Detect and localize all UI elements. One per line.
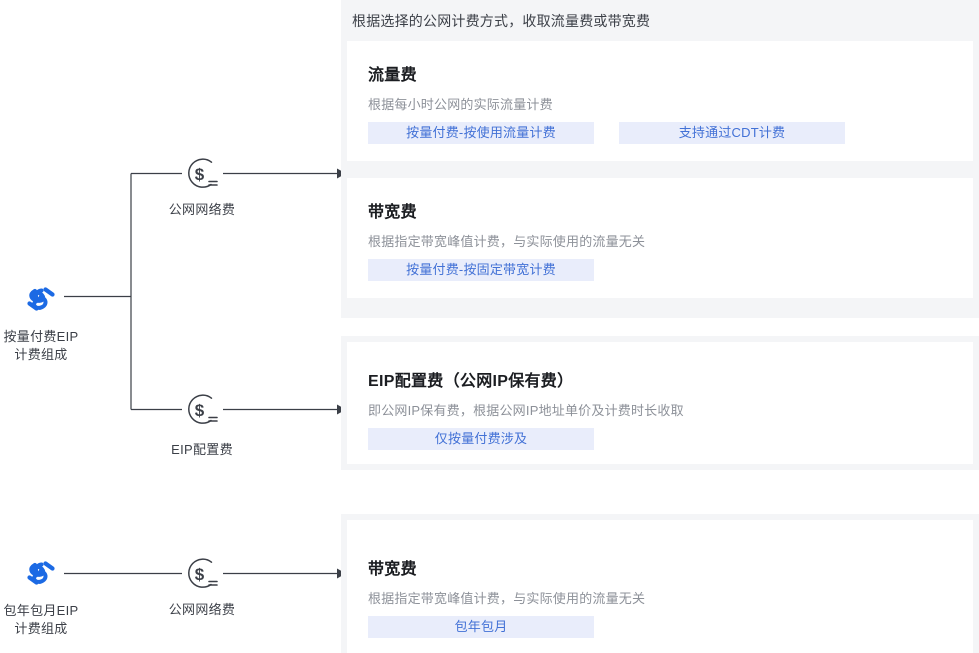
tag-item[interactable]: 按量付费-按固定带宽计费 bbox=[368, 259, 594, 281]
card-title: 带宽费 bbox=[368, 561, 417, 578]
traffic-fee-card: 流量费 根据每小时公网的实际流量计费 按量付费-按使用流量计费 支持通过CDT计… bbox=[347, 41, 973, 161]
subscription-bandwidth-card: 带宽费 根据指定带宽峰值计费，与实际使用的流量无关 包年包月 bbox=[347, 520, 973, 653]
svg-text:$: $ bbox=[195, 401, 205, 420]
tag-item[interactable]: 按量付费-按使用流量计费 bbox=[368, 122, 594, 144]
flow-node-label-pay-as-you-go: 按量付费EIP 计费组成 bbox=[3, 329, 79, 362]
eip-config-fee-panel: EIP配置费（公网IP保有费） 即公网IP保有费，根据公网IP地址单价及计费时长… bbox=[341, 336, 979, 470]
chain-link-icon bbox=[22, 282, 60, 316]
dollar-coin-icon: $ bbox=[181, 553, 223, 595]
tag-item[interactable]: 包年包月 bbox=[368, 616, 594, 638]
card-title: EIP配置费（公网IP保有费） bbox=[368, 373, 574, 390]
svg-text:$: $ bbox=[195, 165, 205, 184]
dollar-coin-icon: $ bbox=[181, 153, 223, 195]
card-description: 根据每小时公网的实际流量计费 bbox=[368, 97, 553, 112]
panel-header-text: 根据选择的公网计费方式，收取流量费或带宽费 bbox=[352, 13, 651, 29]
bandwidth-fee-card: 带宽费 根据指定带宽峰值计费，与实际使用的流量无关 按量付费-按固定带宽计费 bbox=[347, 178, 973, 298]
tag-item[interactable]: 仅按量付费涉及 bbox=[368, 428, 594, 450]
tag-item[interactable]: 支持通过CDT计费 bbox=[619, 122, 845, 144]
card-description: 根据指定带宽峰值计费，与实际使用的流量无关 bbox=[368, 591, 646, 606]
card-title: 带宽费 bbox=[368, 204, 417, 221]
chain-link-icon bbox=[22, 556, 60, 590]
flow-branch-label-public-network-fee: 公网网络费 bbox=[168, 202, 236, 217]
dollar-coin-icon: $ bbox=[181, 389, 223, 431]
subscription-bandwidth-panel: 带宽费 根据指定带宽峰值计费，与实际使用的流量无关 包年包月 bbox=[341, 514, 979, 653]
flow-branch-label-eip-config-fee: EIP配置费 bbox=[171, 442, 233, 457]
card-description: 根据指定带宽峰值计费，与实际使用的流量无关 bbox=[368, 234, 646, 249]
card-description: 即公网IP保有费，根据公网IP地址单价及计费时长收取 bbox=[368, 403, 684, 418]
public-network-fee-panel: 根据选择的公网计费方式，收取流量费或带宽费 流量费 根据每小时公网的实际流量计费… bbox=[341, 0, 979, 318]
card-title: 流量费 bbox=[368, 67, 417, 84]
svg-text:$: $ bbox=[195, 565, 205, 584]
flow-node-label-subscription: 包年包月EIP 计费组成 bbox=[3, 603, 79, 636]
flow-branch-label-public-network-fee-2: 公网网络费 bbox=[168, 602, 236, 617]
eip-config-card: EIP配置费（公网IP保有费） 即公网IP保有费，根据公网IP地址单价及计费时长… bbox=[347, 342, 973, 464]
